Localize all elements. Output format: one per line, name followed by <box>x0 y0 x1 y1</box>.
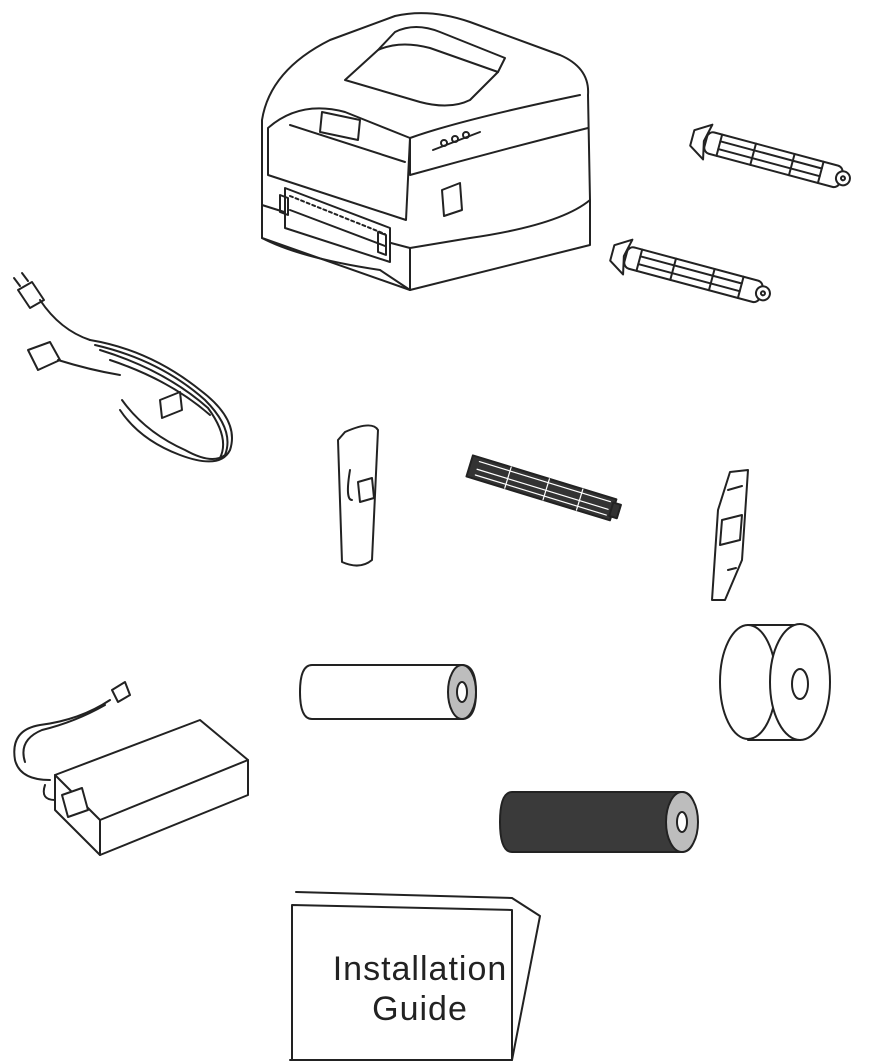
thermal-printer-icon <box>262 13 590 290</box>
power-cord-icon <box>14 273 232 461</box>
label-guide-plate-icon <box>338 425 378 565</box>
ribbon-roll-icon <box>500 792 698 852</box>
paper-core-icon <box>300 665 476 719</box>
manual-booklet-icon: Installation Guide <box>290 892 540 1060</box>
manual-title-line1: Installation <box>333 950 508 988</box>
label-guide-plate-icon <box>712 470 748 600</box>
ribbon-spindle-icon <box>688 121 855 198</box>
label-roll-icon <box>720 624 830 740</box>
manual-title-line2: Guide <box>372 990 468 1028</box>
ribbon-spindle-icon <box>608 236 775 313</box>
power-adapter-icon <box>14 682 248 855</box>
label-spindle-icon <box>466 455 622 522</box>
